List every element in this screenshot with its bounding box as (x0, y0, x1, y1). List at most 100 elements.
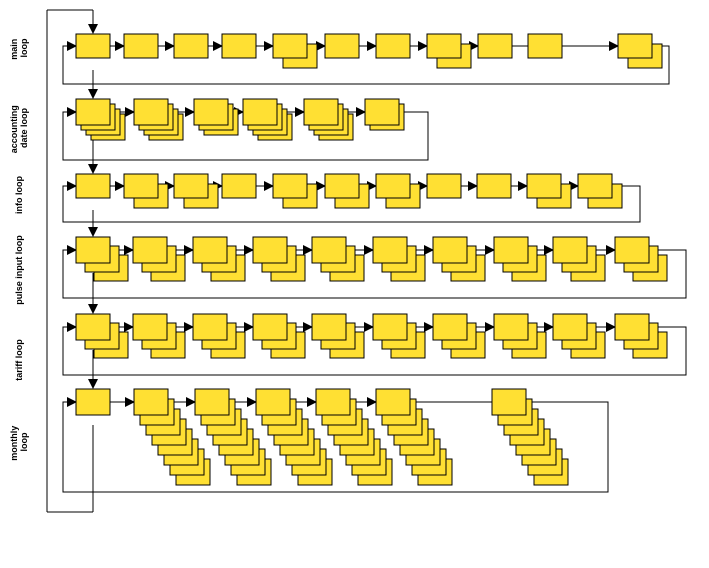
process-box (375, 173, 411, 199)
box-stack-monthly (75, 388, 111, 416)
process-box (375, 33, 411, 59)
process-box (426, 173, 462, 199)
process-box (193, 98, 229, 126)
process-box (255, 388, 291, 416)
process-box (303, 98, 339, 126)
process-box (75, 33, 111, 59)
box-stack-pulse-input (432, 236, 486, 282)
process-box (75, 388, 111, 416)
box-stack-main (477, 33, 513, 59)
box-stack-pulse-input (493, 236, 547, 282)
box-stack-pulse-input (252, 236, 306, 282)
box-stack-monthly (375, 388, 453, 486)
process-box (133, 388, 169, 416)
process-box (311, 236, 347, 264)
box-stack-main (75, 33, 111, 59)
process-box (491, 388, 527, 416)
box-stack-tariff (493, 313, 547, 359)
process-box (493, 313, 529, 341)
box-stack-main (272, 33, 318, 69)
box-stack-main (324, 33, 360, 59)
box-stack-pulse-input (311, 236, 365, 282)
box-stack-info (476, 173, 512, 199)
process-box (252, 313, 288, 341)
loop-label-line: loop (19, 38, 29, 57)
box-stack-accounting-date (364, 98, 405, 131)
box-stack-tariff (132, 313, 186, 359)
box-stack-main (173, 33, 209, 59)
process-box (133, 98, 169, 126)
box-stack-tariff (432, 313, 486, 359)
process-box (242, 98, 278, 126)
process-box (252, 236, 288, 264)
process-box (75, 173, 111, 199)
process-box (311, 313, 347, 341)
loop-label-line: main (9, 39, 19, 60)
process-box (192, 313, 228, 341)
box-stack-main (221, 33, 257, 59)
process-box (132, 313, 168, 341)
box-stack-info (123, 173, 169, 209)
process-box (123, 173, 159, 199)
box-stack-pulse-input (192, 236, 246, 282)
process-box (375, 388, 411, 416)
box-stack-tariff (192, 313, 246, 359)
box-stack-main (426, 33, 472, 69)
loop-label-pulse-input: pulse input loop (14, 235, 24, 305)
process-box (75, 313, 111, 341)
loop-label-line: monthly (9, 426, 19, 461)
box-stack-main (527, 33, 563, 59)
box-stack-monthly (133, 388, 211, 486)
process-box (477, 33, 513, 59)
process-box (426, 33, 462, 59)
process-box (132, 236, 168, 264)
box-stack-info (375, 173, 421, 209)
box-layer (75, 33, 668, 486)
process-box (192, 236, 228, 264)
box-stack-pulse-input (614, 236, 668, 282)
process-box (614, 313, 650, 341)
loop-label-monthly: monthly loop (9, 423, 29, 461)
box-stack-monthly (255, 388, 333, 486)
process-box (372, 313, 408, 341)
process-box (272, 173, 308, 199)
box-stack-info (75, 173, 111, 199)
process-box (364, 98, 400, 126)
loop-label-line: tariff loop (14, 339, 24, 381)
process-box (493, 236, 529, 264)
box-stack-accounting-date (242, 98, 293, 141)
box-stack-info (324, 173, 370, 209)
process-box (75, 98, 111, 126)
box-stack-tariff (311, 313, 365, 359)
loop-label-accounting-date: accounting date loop (9, 103, 29, 154)
box-stack-info (426, 173, 462, 199)
process-box (617, 33, 653, 59)
process-box (123, 33, 159, 59)
loop-label-tariff: tariff loop (14, 339, 24, 381)
process-box (324, 173, 360, 199)
box-stack-main (123, 33, 159, 59)
box-stack-accounting-date (133, 98, 184, 141)
box-stack-main (617, 33, 663, 69)
process-box (315, 388, 351, 416)
box-stack-info (526, 173, 572, 209)
loop-label-info: info loop (14, 176, 24, 214)
box-stack-tariff (252, 313, 306, 359)
loop-label-line: loop (19, 432, 29, 451)
process-box (372, 236, 408, 264)
box-stack-pulse-input (552, 236, 606, 282)
box-stack-pulse-input (132, 236, 186, 282)
process-box (614, 236, 650, 264)
box-stack-info (221, 173, 257, 199)
process-box (194, 388, 230, 416)
box-stack-tariff (75, 313, 129, 359)
loop-label-line: pulse input loop (14, 235, 24, 305)
box-stack-tariff (614, 313, 668, 359)
process-box (527, 33, 563, 59)
process-box (577, 173, 613, 199)
process-box (75, 236, 111, 264)
process-box (476, 173, 512, 199)
loop-label-line: info loop (14, 176, 24, 214)
process-box (432, 236, 468, 264)
